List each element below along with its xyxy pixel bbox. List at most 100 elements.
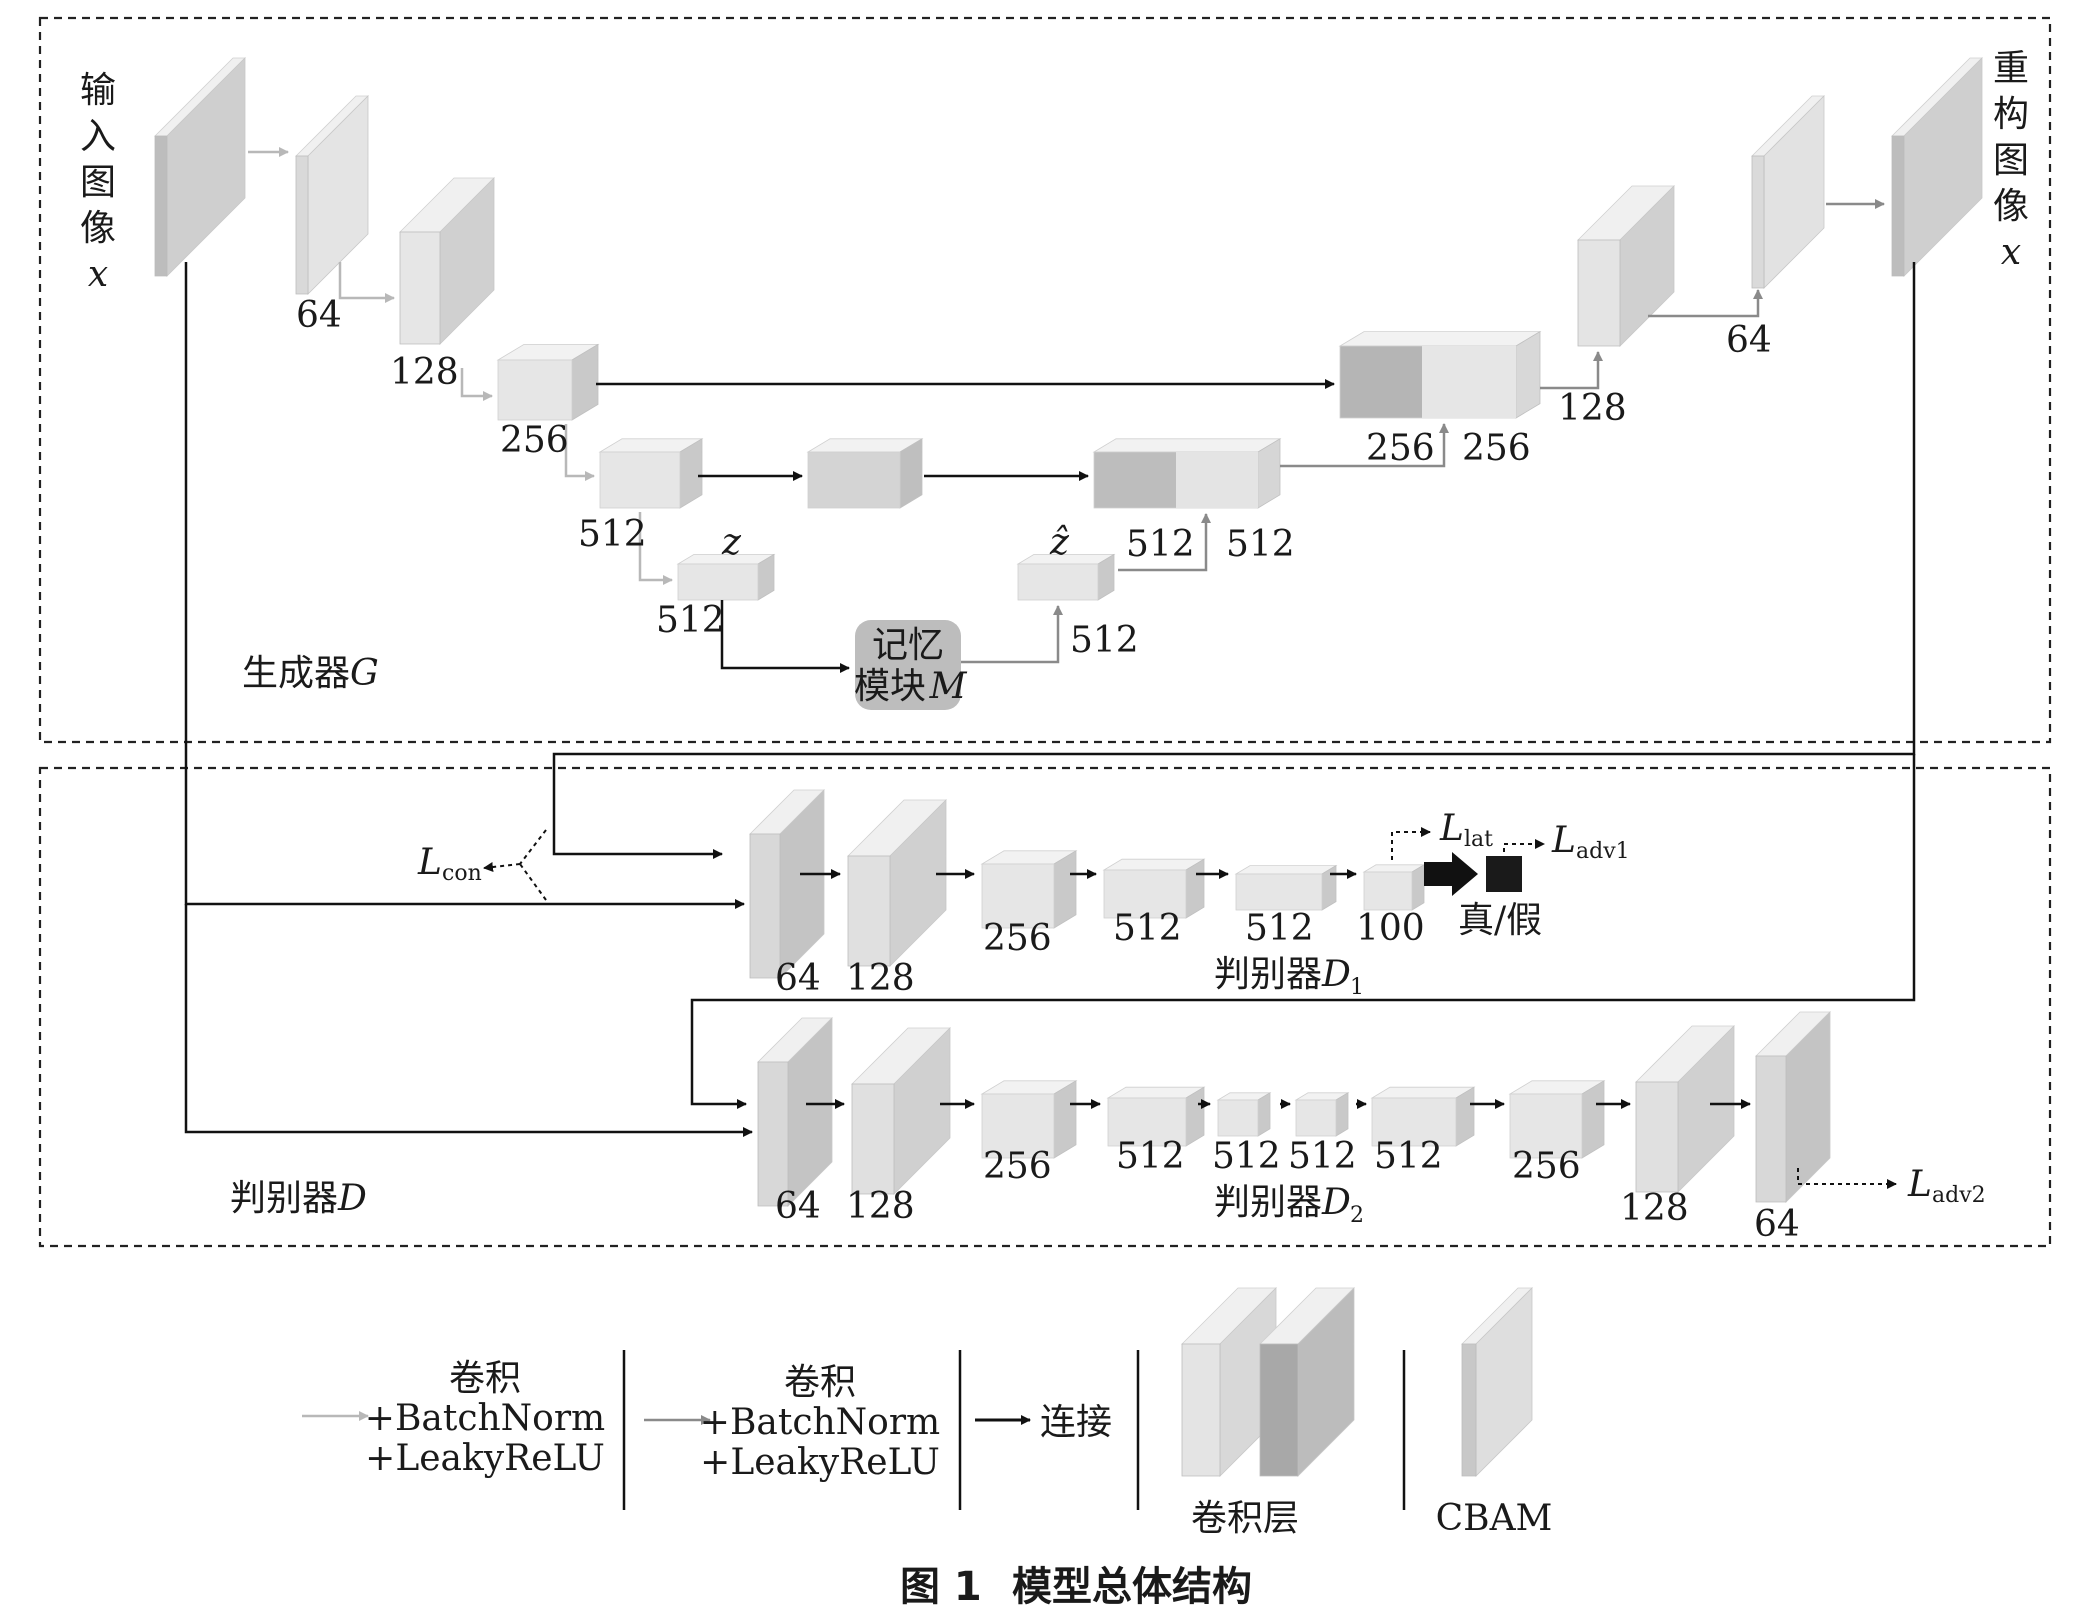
arrow-64-to-128 xyxy=(338,262,395,303)
d1-size-512a: 512 xyxy=(1113,908,1182,949)
loss-adv2-sub: adv2 xyxy=(1932,1183,1986,1208)
input-label-char: 图 xyxy=(80,162,116,203)
enc-size-128: 128 xyxy=(390,352,459,393)
d2-block-64b xyxy=(1755,1011,1831,1203)
legend-item2-line2: +BatchNorm xyxy=(700,1402,940,1443)
d2-size-128b: 128 xyxy=(1620,1188,1689,1229)
legend-conv-layer-dark xyxy=(1259,1287,1355,1477)
d2-size-256a: 256 xyxy=(983,1146,1052,1187)
output-label-char: 像 xyxy=(1993,186,2029,227)
z-hat-size-512: 512 xyxy=(1070,620,1139,661)
d2-size-64b: 64 xyxy=(1754,1204,1800,1245)
dec-size-256b: 256 xyxy=(1462,428,1531,469)
input-image-label: 输 入 图 像 x xyxy=(80,70,116,295)
dec-block-128 xyxy=(1577,185,1675,347)
legend-item3-label: 连接 xyxy=(1040,1402,1112,1443)
d1-size-512b: 512 xyxy=(1245,908,1314,949)
enc-block-64 xyxy=(295,95,369,295)
legend-item4-label: 卷积层 xyxy=(1191,1498,1299,1539)
bridge-block-512 xyxy=(806,438,924,509)
d1-size-256: 256 xyxy=(983,918,1052,959)
d1-title-var: D xyxy=(1321,954,1351,995)
output-image-label: 重 构 图 像 x xyxy=(1993,48,2029,273)
input-label-x: x xyxy=(88,254,108,295)
loss-con-arrow xyxy=(483,862,521,872)
dec-size-512b: 512 xyxy=(1226,524,1295,565)
memory-module-label-1: 记忆 xyxy=(872,625,944,666)
output-label-char: 构 xyxy=(1993,94,2029,135)
legend-item1-line3: +LeakyReLU xyxy=(365,1438,605,1479)
d1-block-128 xyxy=(847,799,947,967)
d2-size-512a: 512 xyxy=(1116,1136,1185,1177)
arrow-128-to-256 xyxy=(460,368,493,401)
enc-block-512 xyxy=(598,438,704,509)
d1-title-sub: 1 xyxy=(1350,975,1364,1000)
generator-frame xyxy=(38,16,2052,744)
memory-module-label-2: 模块 xyxy=(854,666,926,707)
legend-item5-label: CBAM xyxy=(1436,1498,1553,1539)
memory-module-label-m: M xyxy=(929,666,968,707)
dec-size-512a: 512 xyxy=(1126,524,1195,565)
z-block xyxy=(676,553,776,601)
output-label-char: 重 xyxy=(1993,48,2029,89)
d2-block-128a xyxy=(851,1027,951,1195)
figure-title: 模型总体结构 xyxy=(1012,1564,1252,1610)
output-to-d2 xyxy=(690,754,1916,1109)
d2-size-512d: 512 xyxy=(1374,1136,1443,1177)
d1-size-64: 64 xyxy=(775,958,821,999)
legend-cbam-block xyxy=(1461,1287,1533,1477)
enc-block-128 xyxy=(399,177,495,345)
z-label: z xyxy=(721,522,742,563)
input-label-char: 入 xyxy=(80,116,116,157)
input-to-d1 xyxy=(184,262,745,909)
legend-item1-line2: +BatchNorm xyxy=(365,1398,605,1439)
dec-block-64 xyxy=(1751,95,1825,289)
z-size-512: 512 xyxy=(656,600,725,641)
legend-conv-layer-light xyxy=(1181,1287,1277,1477)
legend-item1-line1: 卷积 xyxy=(449,1358,521,1399)
discriminator-title: 判别器 xyxy=(230,1178,338,1219)
d2-block-512d xyxy=(1370,1086,1476,1147)
loss-con-dash-bottom xyxy=(519,863,547,901)
d2-size-128a: 128 xyxy=(846,1186,915,1227)
legend-item2-line1: 卷积 xyxy=(784,1362,856,1403)
dec-size-128: 128 xyxy=(1558,388,1627,429)
generator-title: 生成器 xyxy=(242,653,350,694)
d2-block-64a xyxy=(757,1017,833,1207)
d1-size-128: 128 xyxy=(846,958,915,999)
dec512-to-dec256 xyxy=(1280,423,1449,468)
loss-con-l: L xyxy=(417,842,442,883)
loss-lat-dash xyxy=(1391,827,1431,860)
enc-size-256: 256 xyxy=(500,420,569,461)
dec128-to-64 xyxy=(1648,289,1763,318)
output-label-x: x xyxy=(2001,232,2021,273)
d1-output-square xyxy=(1486,856,1522,892)
loss-lat-sub: lat xyxy=(1464,827,1493,852)
d2-block-256b xyxy=(1508,1080,1606,1159)
d1-block-64 xyxy=(749,789,825,979)
loss-adv1-sub: adv1 xyxy=(1576,839,1630,864)
loss-lat-l: L xyxy=(1439,808,1464,849)
d1-size-100: 100 xyxy=(1356,908,1425,949)
d2-title-var: D xyxy=(1321,1182,1351,1223)
enc-size-64: 64 xyxy=(296,295,342,336)
real-fake-label: 真/假 xyxy=(1458,900,1542,941)
d2-title-sub: 2 xyxy=(1350,1203,1364,1228)
legend-item2-line3: +LeakyReLU xyxy=(700,1442,940,1483)
input-image-plane xyxy=(154,57,246,277)
input-to-d2 xyxy=(184,904,753,1137)
d2-block-512a xyxy=(1106,1086,1206,1147)
loss-con-dash-top xyxy=(519,829,547,865)
d2-size-512c: 512 xyxy=(1288,1136,1357,1177)
discriminator-frame xyxy=(38,766,2052,1248)
dec-size-64: 64 xyxy=(1726,320,1772,361)
dec-concat-512-right xyxy=(1176,452,1258,508)
loss-con-sub: con xyxy=(442,861,482,886)
d1-title: 判别器 xyxy=(1214,954,1322,995)
zhat-to-dec512 xyxy=(1118,513,1211,572)
d1-block-512a xyxy=(1102,858,1206,919)
dec256-to-128 xyxy=(1540,351,1603,390)
dec-concat-256-right xyxy=(1422,346,1516,418)
legend: 卷积 +BatchNorm +LeakyReLU 卷积 +BatchNorm +… xyxy=(302,1350,1552,1539)
